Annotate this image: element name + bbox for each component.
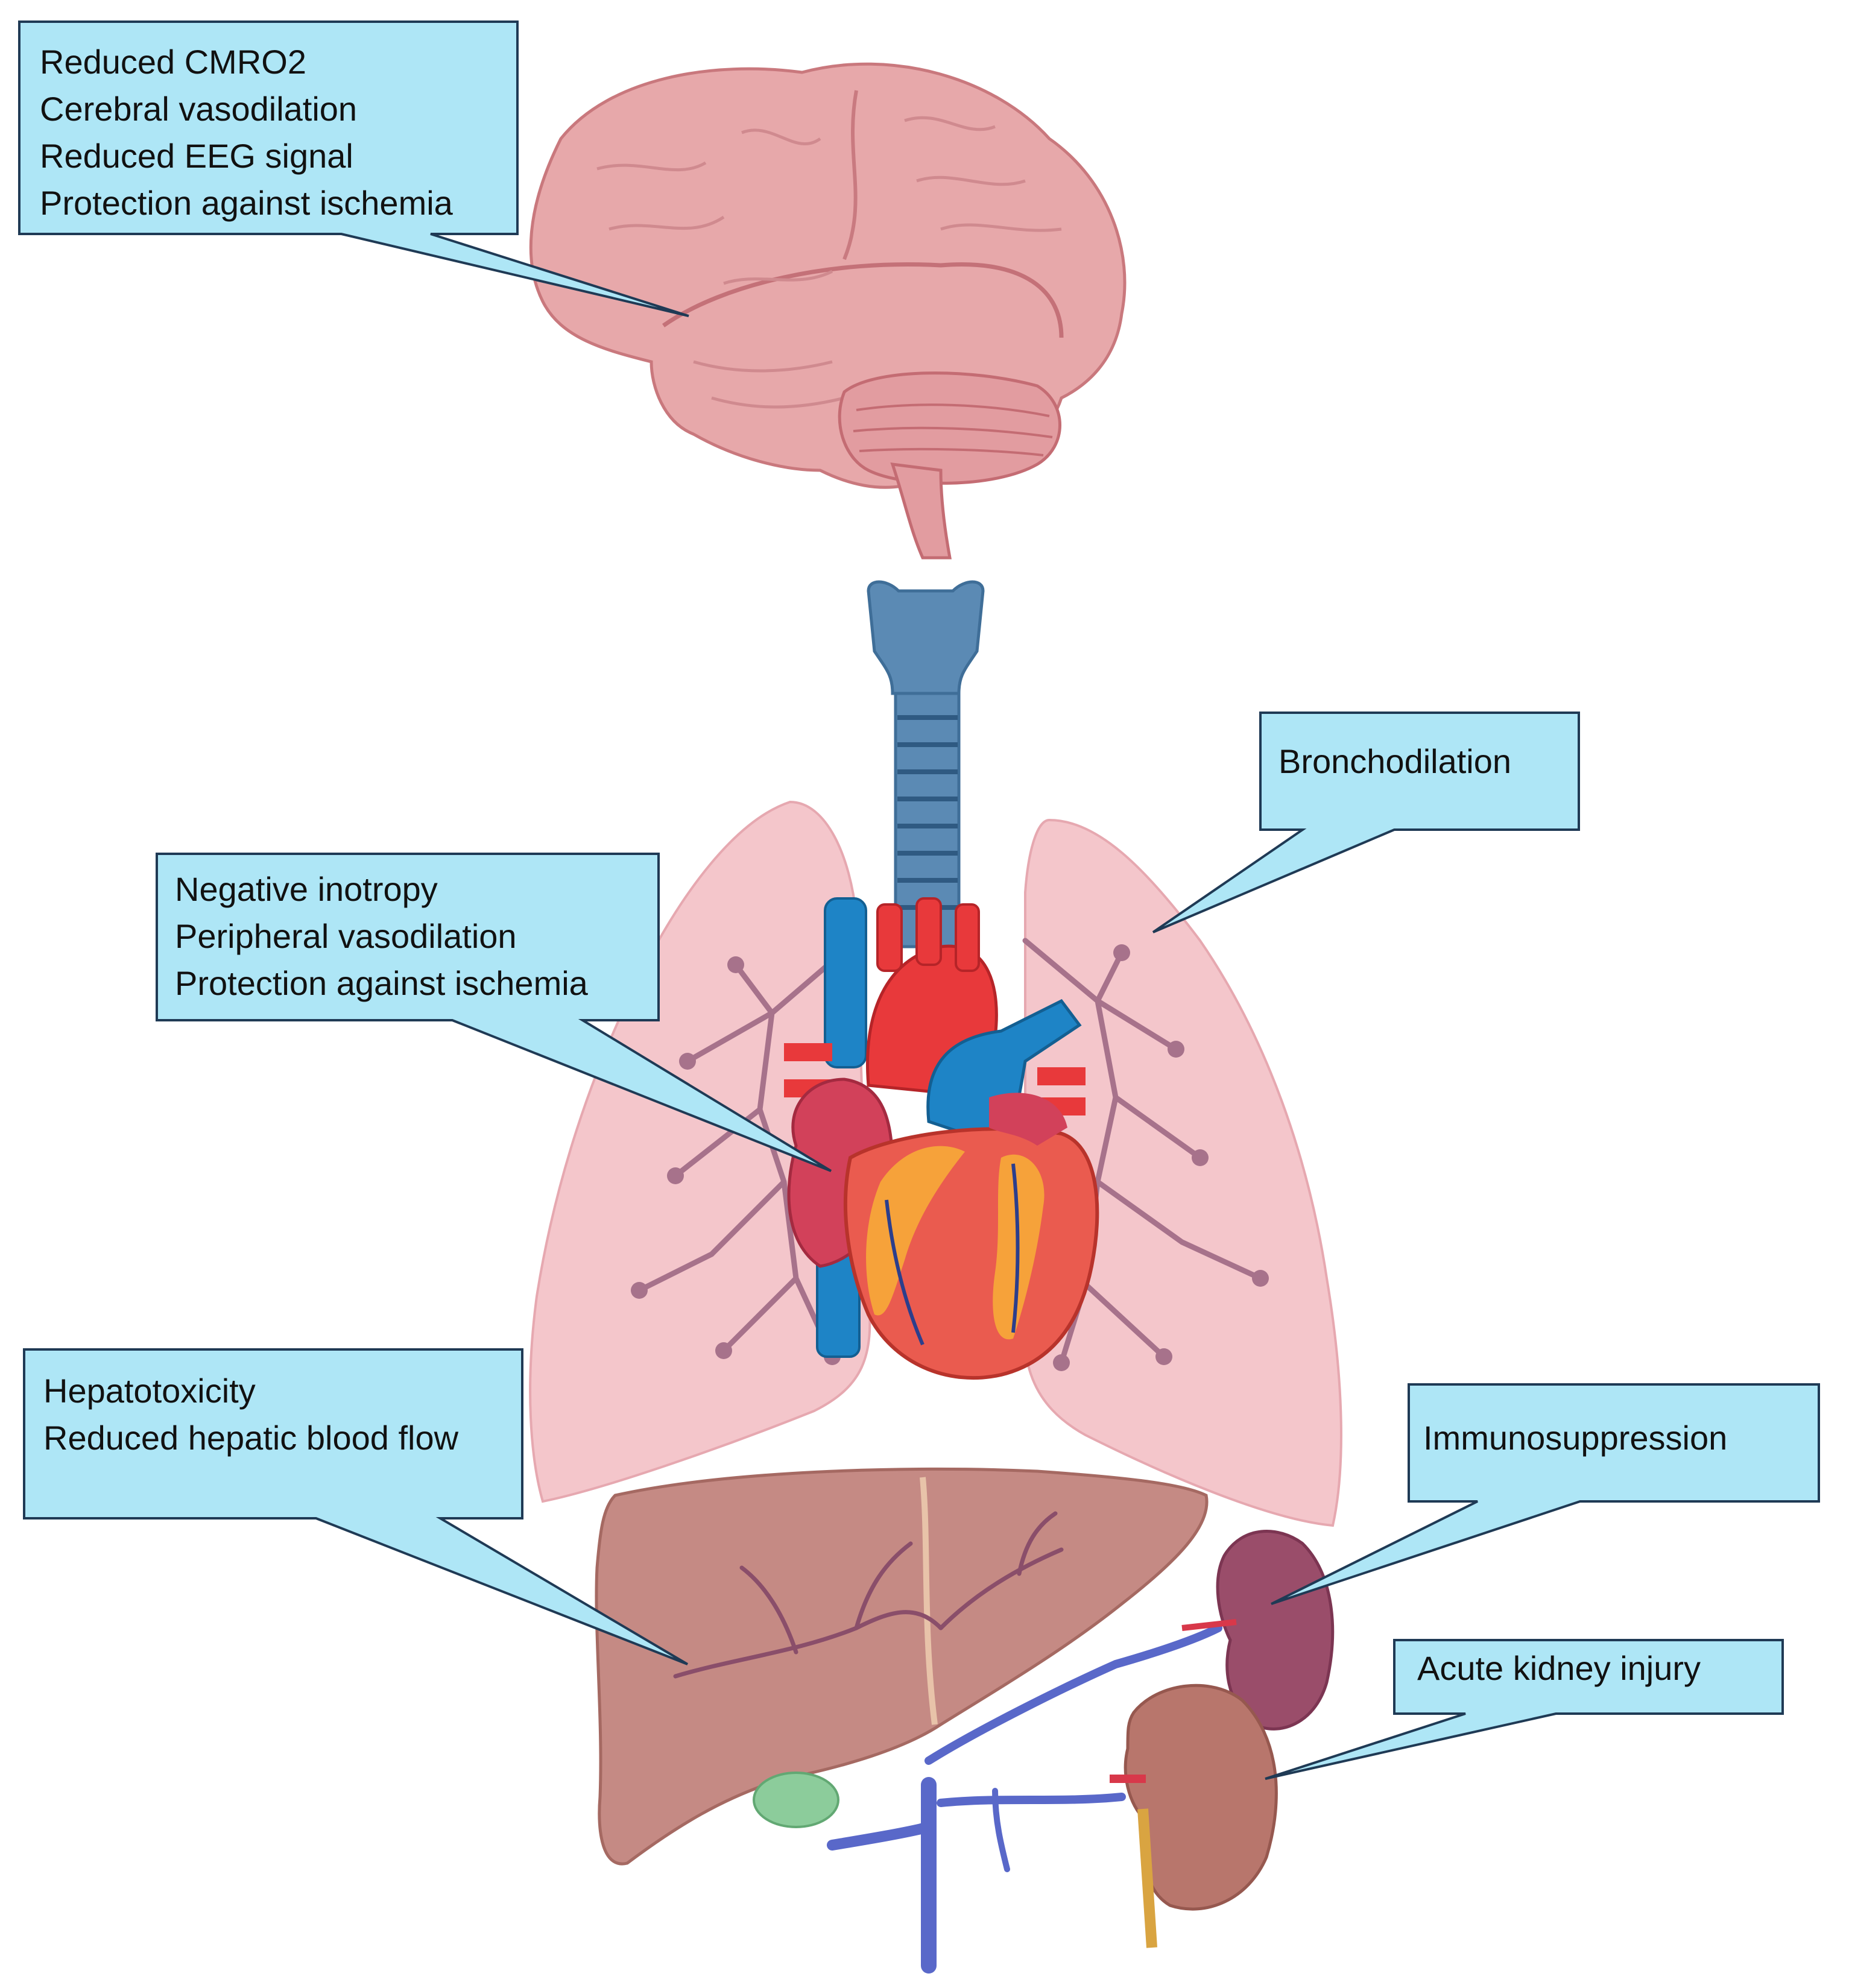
callout-lungs-line: Bronchodilation	[1278, 742, 1512, 780]
callout-adrenal: Immunosuppression	[1417, 1411, 1727, 1462]
kidney-icon	[1110, 1683, 1278, 1948]
vessels-icon	[827, 1624, 1222, 1974]
callout-shapes	[18, 21, 1820, 1780]
callout-shape-lungs	[1152, 712, 1580, 933]
callout-heart: Negative inotropy Peripheral vasodilatio…	[170, 862, 588, 1007]
callout-liver: Hepatotoxicity Reduced hepatic blood flo…	[37, 1364, 458, 1462]
callout-heart-line: Peripheral vasodilation	[175, 917, 517, 955]
lungs-icon	[529, 800, 1342, 1527]
callout-brain: Reduced CMRO2 Cerebral vasodilation Redu…	[35, 35, 453, 227]
callout-brain-line: Reduced EEG signal	[40, 137, 353, 175]
callout-brain-line: Cerebral vasodilation	[40, 90, 358, 128]
callout-liver-line: Hepatotoxicity	[43, 1372, 256, 1410]
trachea-icon	[867, 580, 985, 948]
callout-kidney-line: Acute kidney injury	[1417, 1649, 1701, 1687]
callout-brain-line: Reduced CMRO2	[40, 43, 306, 81]
callout-liver-line: Reduced hepatic blood flow	[43, 1419, 459, 1457]
callout-shape-kidney	[1265, 1639, 1784, 1780]
heart-icon	[784, 897, 1099, 1380]
callout-shape-adrenal	[1271, 1383, 1820, 1605]
callout-shape-heart	[156, 853, 832, 1172]
callout-heart-line: Protection against ischemia	[175, 964, 588, 1002]
liver-icon	[595, 1467, 1209, 1866]
callout-lungs: Bronchodilation	[1272, 734, 1511, 785]
callout-shape-liver	[23, 1348, 689, 1665]
callout-adrenal-line: Immunosuppression	[1423, 1419, 1728, 1457]
callout-heart-line: Negative inotropy	[175, 870, 438, 908]
callout-brain-line: Protection against ischemia	[40, 184, 453, 222]
brain-icon	[529, 62, 1127, 560]
adrenal-gland-icon	[1181, 1530, 1335, 1731]
callout-kidney: Acute kidney injury	[1411, 1641, 1701, 1692]
callout-shape-brain	[18, 21, 689, 317]
